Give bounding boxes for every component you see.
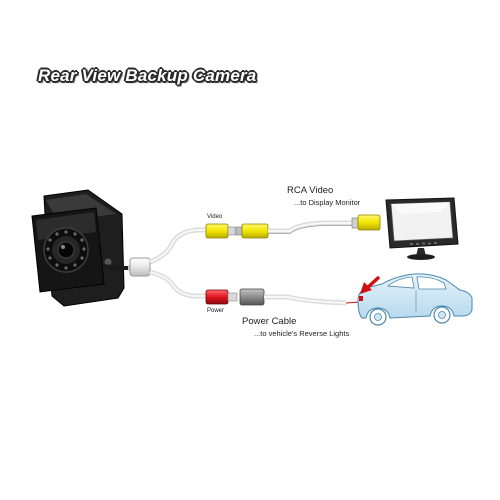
power-branch (205, 288, 361, 306)
cable-junction (129, 257, 151, 277)
power-cable-label: Power Cable (242, 316, 297, 327)
ir-leds (46, 230, 86, 270)
to-display-label: ...to Display Monitor (294, 198, 361, 207)
video-label: Video (207, 214, 223, 220)
video-rca-connector-camera (205, 223, 229, 239)
to-reverse-lights-label: ...to vehicle's Reverse Lights (254, 329, 350, 338)
main-cable (128, 227, 206, 299)
power-connector-gray (239, 288, 265, 306)
power-connector-red (205, 289, 229, 305)
backup-camera (31, 189, 129, 307)
rca-video-label: RCA Video (287, 185, 334, 196)
indicator-arrow (360, 276, 380, 294)
video-branch (205, 214, 381, 239)
display-monitor (385, 197, 459, 260)
vehicle (357, 273, 473, 326)
diagram-title: Rear View Backup Camera (38, 66, 257, 85)
power-label: Power (207, 308, 225, 314)
reverse-light (359, 296, 363, 301)
video-rca-connector-extension (241, 223, 269, 239)
video-rca-connector-monitor (357, 214, 381, 231)
